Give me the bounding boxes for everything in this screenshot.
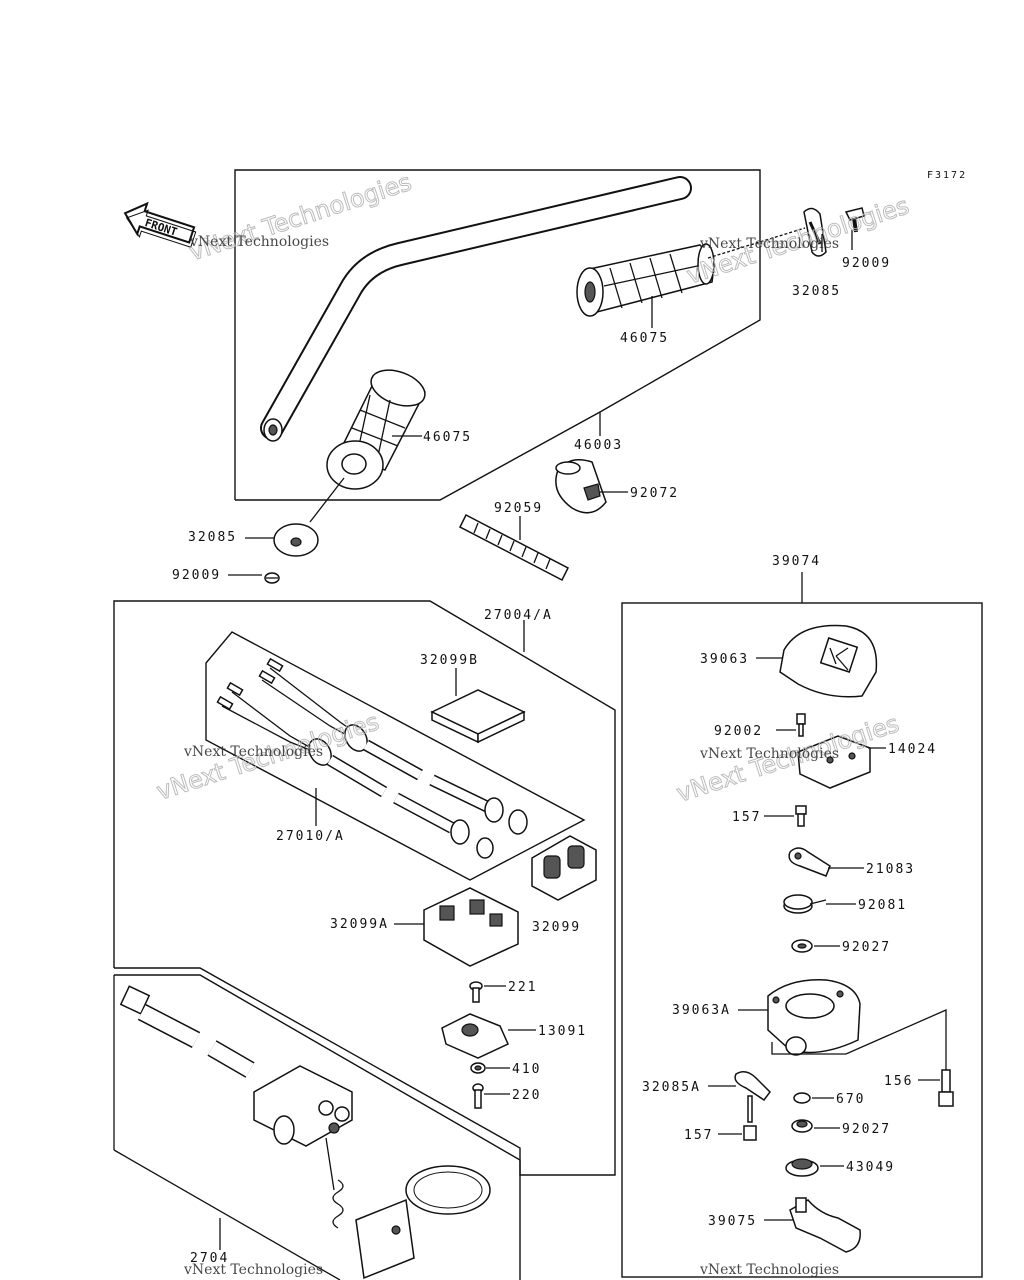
- label-43049: 43049: [846, 1160, 895, 1175]
- watermark-text-6: vNext Technologies: [699, 1262, 839, 1278]
- label-27004: 27004/A: [484, 608, 553, 623]
- label-221: 221: [508, 980, 537, 995]
- throttle-housing: [423, 887, 519, 967]
- label-92027-b: 92027: [842, 1122, 891, 1137]
- label-156: 156: [884, 1074, 913, 1089]
- throttle-housing-group: 27004/A 27: [113, 600, 616, 1176]
- screw-221: [469, 981, 483, 1003]
- guard-cover: [779, 624, 878, 698]
- label-14024: 14024: [888, 742, 937, 757]
- label-13091: 13091: [538, 1024, 587, 1039]
- switch-box: [114, 974, 521, 1280]
- label-92009-top: 92009: [842, 256, 891, 271]
- label-46075-left: 46075: [423, 430, 472, 445]
- seal-43049: [785, 1158, 819, 1177]
- cable-sub-box: [205, 631, 586, 881]
- bar-end-top-right: [803, 207, 827, 257]
- label-92027-a: 92027: [842, 940, 891, 955]
- label-32099A: 32099A: [330, 917, 389, 932]
- right-grip: [576, 243, 715, 317]
- throttle-collar: [555, 459, 607, 514]
- label-39063: 39063: [700, 652, 749, 667]
- guard-mount-39075: [789, 1197, 861, 1253]
- bolt-92002: [796, 713, 806, 737]
- kill-switch: [253, 1065, 353, 1229]
- label-27010: 27010/A: [276, 829, 345, 844]
- label-32099B: 32099B: [420, 653, 479, 668]
- label-39074: 39074: [772, 554, 821, 569]
- bracket-21083: [788, 847, 831, 877]
- switch-assembly-group: 2704: [113, 974, 521, 1280]
- housing-cover: [531, 835, 597, 901]
- label-92002: 92002: [714, 724, 763, 739]
- label-46003: 46003: [574, 438, 623, 453]
- guard-base: [767, 979, 861, 1056]
- watermark-text-1: vNext Technologies: [189, 234, 329, 250]
- label-46075-right: 46075: [620, 331, 669, 346]
- guard-assembly-group: 39074 39063 92002 14024 157: [621, 554, 983, 1278]
- label-92072: 92072: [630, 486, 679, 501]
- watermark-text-2: vNext Technologies: [699, 236, 839, 252]
- label-32085-left: 32085: [188, 530, 237, 545]
- label-32085A: 32085A: [642, 1080, 701, 1095]
- watermark-text-5: vNext Technologies: [183, 1262, 323, 1278]
- throttle-housing-box: [113, 600, 616, 1176]
- label-92009-left: 92009: [172, 568, 221, 583]
- bracket-32085A: [734, 1071, 771, 1102]
- label-92081: 92081: [858, 898, 907, 913]
- label-39075: 39075: [708, 1214, 757, 1229]
- throttle-sleeve: [458, 513, 570, 582]
- oring-670: [793, 1092, 811, 1104]
- cover-plate: [430, 689, 526, 744]
- handlebar-tube: [262, 178, 690, 438]
- switch-connector: [119, 985, 255, 1078]
- clamp-13091: [441, 1013, 509, 1059]
- left-grip: [326, 369, 426, 490]
- bar-end-left: [273, 523, 319, 557]
- label-157-b: 157: [684, 1128, 713, 1143]
- bolt-156: [938, 1069, 954, 1107]
- label-2704x: 2704: [190, 1251, 229, 1266]
- watermark-text-4: vNext Technologies: [699, 746, 839, 762]
- label-92059: 92059: [494, 501, 543, 516]
- handlebar-box: [234, 169, 761, 501]
- watermark-text-3: vNext Technologies: [183, 744, 323, 760]
- bolt-220: [472, 1083, 484, 1109]
- screw-top-right: [844, 207, 865, 233]
- screw-left: [264, 572, 280, 584]
- plate-14024: [797, 735, 871, 789]
- figure-code: F3172: [927, 170, 967, 181]
- washer-410: [470, 1062, 486, 1074]
- label-157-a: 157: [732, 810, 761, 825]
- washer-92027-b: [791, 1119, 813, 1133]
- label-410: 410: [512, 1062, 541, 1077]
- label-220: 220: [512, 1088, 541, 1103]
- washer-92027-a: [791, 939, 813, 953]
- label-32085-top: 32085: [792, 284, 841, 299]
- bolt-157-a: [795, 805, 807, 827]
- label-670: 670: [836, 1092, 865, 1107]
- handlebar-group: 92009 32085 46075 46075 46003: [234, 169, 891, 501]
- throttle-cables: [216, 657, 528, 859]
- label-32099: 32099: [532, 920, 581, 935]
- label-39063A: 39063A: [672, 1003, 731, 1018]
- switch-clamp: [355, 1165, 491, 1280]
- spring-92081: [783, 894, 827, 914]
- label-21083: 21083: [866, 862, 915, 877]
- bolt-157-b: [743, 1095, 757, 1141]
